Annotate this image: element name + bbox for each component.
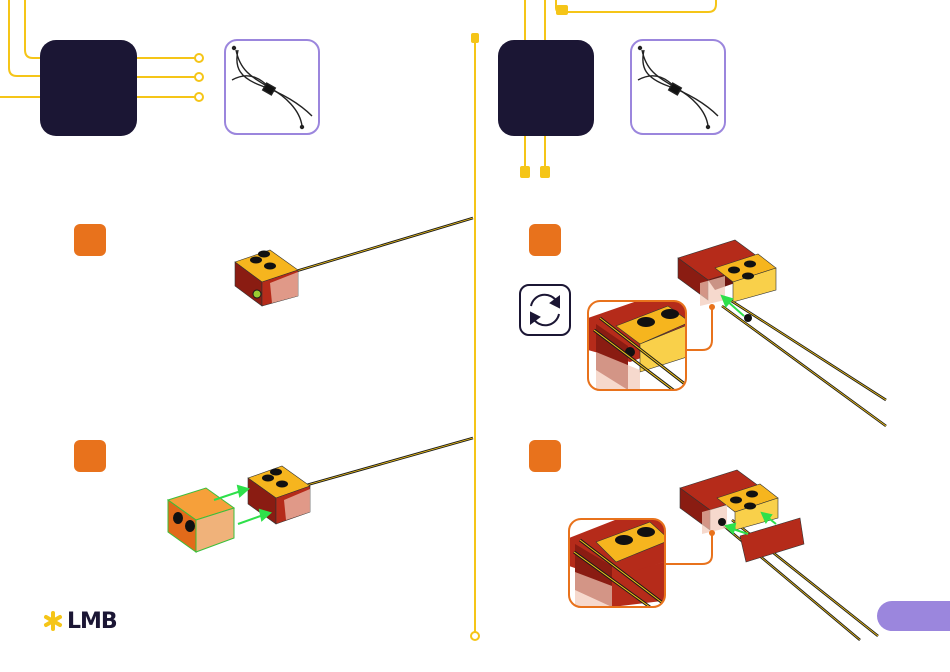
center-divider bbox=[471, 33, 479, 640]
lmb-logo: LMB bbox=[42, 608, 117, 634]
rotate-callout bbox=[520, 285, 570, 335]
step4-zoom-callout bbox=[569, 518, 670, 610]
logo-text: LMB bbox=[67, 609, 117, 634]
left-module-block bbox=[40, 40, 137, 136]
step4-brick-assembly bbox=[664, 470, 878, 640]
page-tab[interactable] bbox=[877, 601, 950, 631]
step3-brick-assembly bbox=[678, 240, 886, 426]
step-marker bbox=[529, 440, 561, 472]
right-connector-cap-a bbox=[520, 166, 530, 178]
step-marker bbox=[74, 440, 106, 472]
step2-brick-assembly bbox=[168, 438, 473, 552]
right-parts-box bbox=[631, 40, 725, 134]
right-connector-cap bbox=[556, 5, 568, 15]
step-marker bbox=[74, 224, 106, 256]
step1-brick-assembly bbox=[235, 218, 473, 306]
star-icon bbox=[42, 610, 64, 632]
right-module-block bbox=[498, 40, 594, 136]
step-marker bbox=[529, 224, 561, 256]
step3-zoom-callout bbox=[588, 300, 690, 392]
right-connector-cap-b bbox=[540, 166, 550, 178]
left-parts-box bbox=[225, 40, 319, 134]
